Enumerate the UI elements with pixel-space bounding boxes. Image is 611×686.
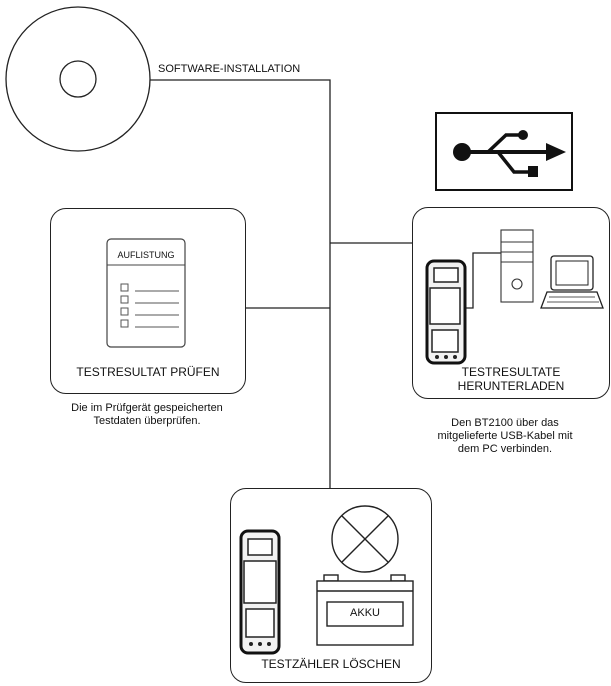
download-illustration	[425, 229, 604, 365]
download-results-box: TESTRESULTATE HERUNTERLADEN	[412, 207, 610, 399]
download-title-line-2: HERUNTERLADEN	[457, 379, 565, 393]
download-description-line-2: mitgelieferte USB-Kabel mit	[437, 430, 573, 442]
usb-icon	[435, 112, 573, 191]
cable-line	[463, 252, 501, 309]
monitor-icon	[540, 255, 604, 309]
tester-device-icon	[239, 529, 281, 655]
cd-icon	[5, 6, 151, 152]
battery-icon	[316, 574, 414, 646]
review-description-line-1: Die im Prüfgerät gespeicherten	[71, 402, 223, 414]
download-description-line-1: Den BT2100 über das	[451, 417, 559, 429]
software-installation-label: SOFTWARE-INSTALLATION	[158, 63, 301, 75]
cancel-icon	[331, 505, 399, 573]
battery-label: AKKU	[350, 607, 380, 619]
download-description-line-3: dem PC verbinden.	[457, 443, 553, 455]
connector-lines	[150, 79, 412, 488]
erase-title: TESTZÄHLER LÖSCHEN	[261, 657, 401, 671]
review-description-line-2: Testdaten überprüfen.	[93, 415, 201, 427]
erase-illustration	[239, 505, 414, 655]
erase-counter-box: AKKU TESTZÄHLER LÖSCHEN	[230, 488, 432, 683]
tester-device-icon	[425, 259, 467, 365]
list-document-icon	[106, 238, 186, 348]
review-results-box: AUFLISTUNG TESTRESULTAT PRÜFEN	[50, 208, 246, 394]
computer-icon	[500, 229, 534, 303]
download-title-line-1: TESTRESULTATE	[461, 365, 561, 379]
review-title: TESTRESULTAT PRÜFEN	[76, 365, 220, 379]
list-title: AUFLISTUNG	[117, 250, 175, 260]
